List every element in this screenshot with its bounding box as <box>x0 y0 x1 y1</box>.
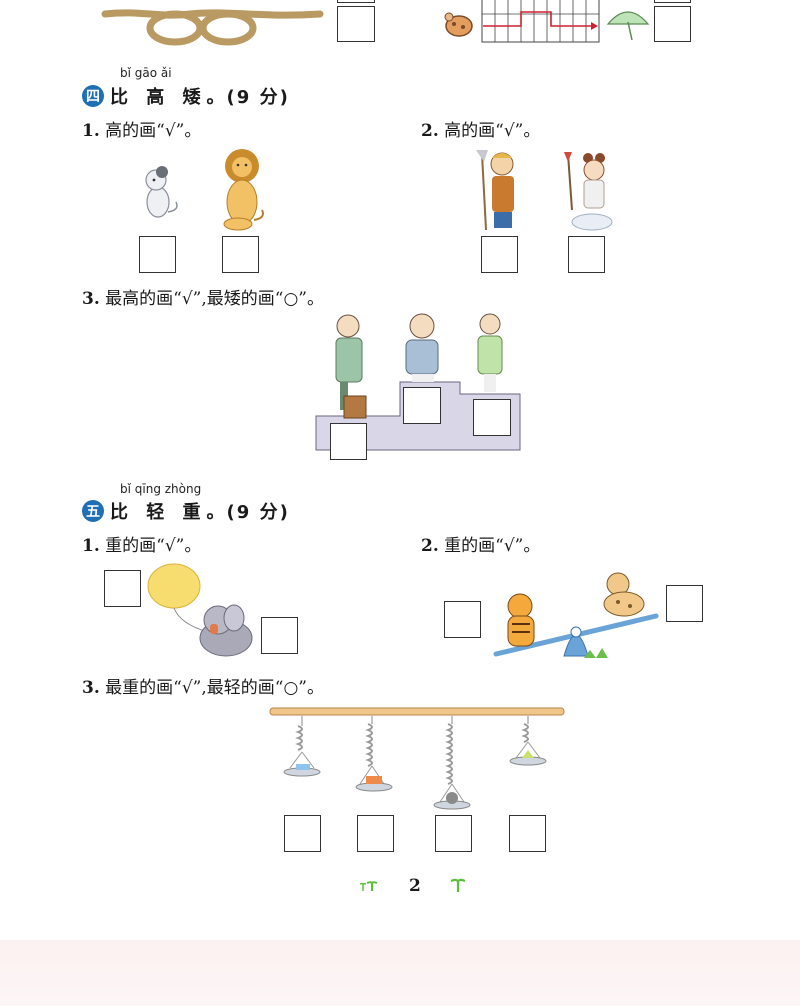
ladybug-icon <box>443 10 475 42</box>
bottom-band <box>0 940 800 1006</box>
s4-q1: 1. 高的画“√”。 <box>82 116 201 141</box>
section5-pinyin: bǐ qīng zhòng <box>120 482 202 496</box>
balloon-elephant-illustration <box>146 562 262 666</box>
answer-box-top-1[interactable] <box>337 0 375 3</box>
s4-q2-box-monk[interactable] <box>481 236 518 273</box>
s5-q3-text: 最重的画“√”,最轻的画“○”。 <box>105 678 324 698</box>
section5-score: 。(9 分) <box>206 502 290 523</box>
section5-title: 比 轻 重 <box>110 502 207 523</box>
s5-q2: 2. 重的画“√”。 <box>421 531 540 556</box>
sprout-icon-left <box>358 878 380 897</box>
s4-q3-text: 最高的画“√”,最矮的画“○”。 <box>105 289 324 309</box>
s5-q3-box-2[interactable] <box>357 815 394 852</box>
section4-title: 比 高 矮 <box>110 87 207 108</box>
s5-q2-text: 重的画“√”。 <box>444 536 541 556</box>
s4-q1-box-mouse[interactable] <box>139 236 176 273</box>
section4-header: 四 比 高 矮 。(9 分) <box>82 83 290 109</box>
s4-q3-num: 3. <box>82 289 100 309</box>
s5-q3-box-4[interactable] <box>509 815 546 852</box>
seesaw-tiger-leopard-illustration <box>484 570 664 666</box>
answer-box-top-2[interactable] <box>337 6 375 42</box>
sprout-icon-right <box>449 877 467 897</box>
s5-q1-box-elephant[interactable] <box>261 617 298 654</box>
page-number: 2 <box>409 876 421 896</box>
section5-badge: 五 <box>82 500 104 522</box>
section4-badge: 四 <box>82 85 104 107</box>
s5-q3: 3. 最重的画“√”,最轻的画“○”。 <box>82 673 324 698</box>
umbrella-icon <box>606 6 650 46</box>
section5-header: 五 比 轻 重 。(9 分) <box>82 498 290 524</box>
grid-ruler <box>481 0 601 48</box>
tang-monk-illustration <box>470 146 528 236</box>
s4-q1-num: 1. <box>82 121 100 141</box>
spring-scales-illustration <box>268 704 568 820</box>
s4-q2: 2. 高的画“√”。 <box>421 116 540 141</box>
nezha-illustration <box>558 150 614 236</box>
s5-q1-num: 1. <box>82 536 100 556</box>
s5-q2-box-leopard[interactable] <box>666 585 703 622</box>
answer-box-top-3[interactable] <box>654 0 691 3</box>
s4-q3-box-left[interactable] <box>330 423 367 460</box>
s5-q3-num: 3. <box>82 678 100 698</box>
section4-score: 。(9 分) <box>206 87 290 108</box>
rope-illustration <box>100 0 330 52</box>
s5-q1: 1. 重的画“√”。 <box>82 531 201 556</box>
s5-q2-num: 2. <box>421 536 439 556</box>
s4-q2-text: 高的画“√”。 <box>444 121 541 141</box>
s5-q1-text: 重的画“√”。 <box>105 536 202 556</box>
answer-box-top-4[interactable] <box>654 6 691 42</box>
s4-q1-box-lion[interactable] <box>222 236 259 273</box>
s4-q2-box-nezha[interactable] <box>568 236 605 273</box>
mouse-illustration <box>140 166 182 226</box>
section4-pinyin: bǐ gāo ǎi <box>120 66 172 80</box>
s4-q1-text: 高的画“√”。 <box>105 121 202 141</box>
lion-illustration <box>218 146 268 236</box>
s5-q3-box-3[interactable] <box>435 815 472 852</box>
s4-q3-box-right[interactable] <box>473 399 511 436</box>
s4-q3: 3. 最高的画“√”,最矮的画“○”。 <box>82 284 324 309</box>
s4-q2-num: 2. <box>421 121 439 141</box>
s4-q3-box-middle[interactable] <box>403 387 441 424</box>
s5-q3-box-1[interactable] <box>284 815 321 852</box>
s5-q1-box-balloon[interactable] <box>104 570 141 607</box>
s5-q2-box-tiger[interactable] <box>444 601 481 638</box>
